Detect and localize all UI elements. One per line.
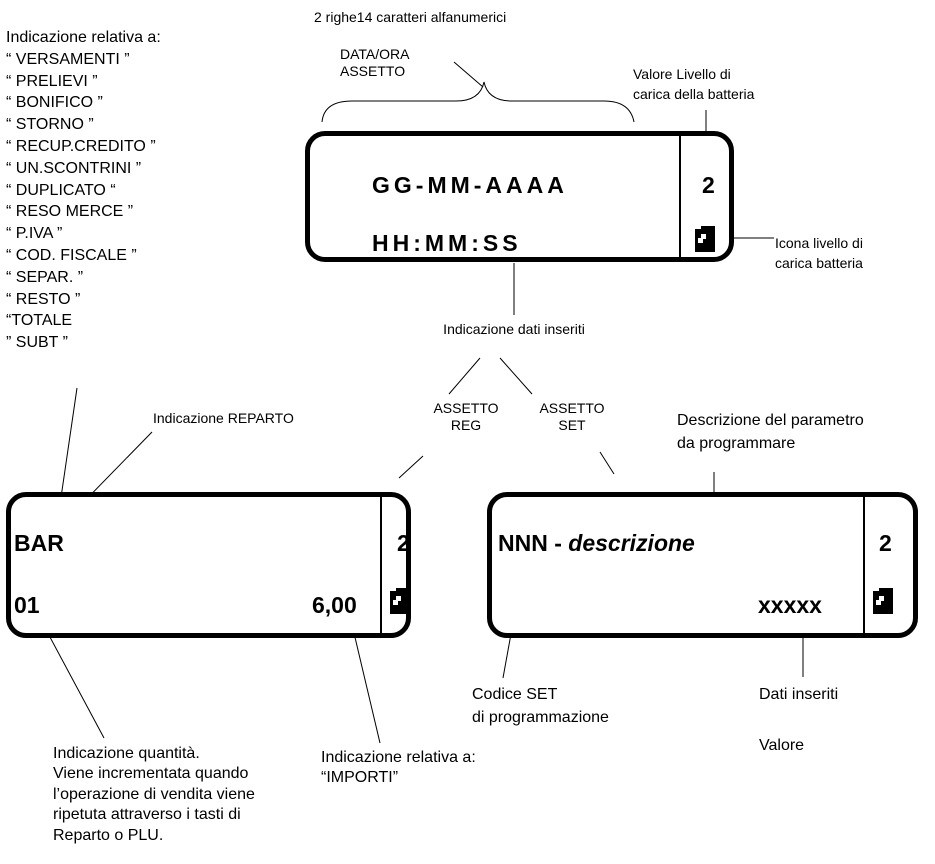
indicazione-item: “ STORNO ” (6, 116, 94, 134)
indicazione-list: Indicazione relativa a: “ VERSAMENTI ”“ … (6, 27, 161, 354)
lcd-set-battery-level: 2 (879, 530, 892, 556)
indicazione-item: “ DUPLICATO “ (6, 181, 116, 199)
assetto-reg-line-2: REG (450, 416, 482, 433)
indicazione-item: “ P.IVA ” (6, 225, 63, 243)
importi-label: Indicazione relativa a: “IMPORTI” (321, 748, 476, 788)
lcd-separator (679, 136, 681, 257)
descrizione-parametro-label: Descrizione del parametro da programmare (677, 409, 864, 455)
battery-value-line-2: carica della batteria (633, 86, 755, 102)
battery-icon-line-2: carica batteria (775, 255, 863, 271)
importi-line-2: “IMPORTI” (321, 769, 399, 786)
top-brace (321, 81, 635, 123)
quantita-line-5: Reparto o PLU. (53, 826, 164, 844)
display-size-note: 2 righe14 caratteri alfanumerici (314, 9, 507, 25)
indicazione-items: “ VERSAMENTI ” “ PRELIEVI ” “ BONIFICO ” “ … (6, 49, 161, 354)
lcd-reg-department: BAR (14, 530, 64, 556)
lcd-reg-battery-level: 2 (397, 530, 410, 556)
lcd-display-top: GG-MM-AAAA HH:MM:SS 2 (305, 131, 734, 262)
battery-value-line-1: Valore Livello di (633, 66, 731, 82)
assetto-set-label: ASSETTO SET (539, 400, 604, 434)
indicazione-item: “ BONIFICO ” (6, 94, 103, 112)
indicazione-header: Indicazione relativa a: (6, 29, 161, 46)
line-reg-display (398, 455, 424, 479)
assetto-reg-line-1: ASSETTO (433, 400, 499, 416)
lcd-display-reg: BAR 01 6,00 2 (6, 492, 411, 638)
codice-set-line-1: Codice SET (472, 686, 558, 703)
valore-label: Valore (759, 737, 805, 754)
quantita-line-3: l’operazione di vendita viene (53, 785, 255, 803)
lcd-reg-amount: 6,00 (312, 592, 357, 618)
lcd-set-description: descrizione (568, 530, 695, 556)
assetto-text: ASSETTO (340, 62, 406, 79)
indicazione-item: ” SUBT ” (6, 334, 68, 352)
lcd-reg-quantity: 01 (14, 592, 40, 618)
lcd-set-value: xxxxx (758, 592, 822, 618)
indicazione-item: “ RECUP.CREDITO ” (6, 137, 156, 155)
importi-line-1: Indicazione relativa a: (321, 749, 476, 766)
lcd-battery-level: 2 (702, 172, 715, 198)
assetto-set-line-2: SET (558, 416, 586, 433)
indicazione-item: “ PRELIEVI ” (6, 72, 98, 90)
indicazione-item: “ COD. FISCALE ” (6, 246, 137, 264)
lcd-time: HH:MM:SS (372, 230, 522, 256)
indicazione-dati-label: Indicazione dati inseriti (443, 321, 585, 337)
quantita-line-1: Indicazione quantità. (53, 745, 200, 762)
lcd-display-set: NNN - descrizione xxxxx 2 (487, 492, 918, 638)
data-ora-text: DATA/ORA (340, 46, 410, 62)
lcd-set-code: NNN (498, 530, 548, 556)
assetto-reg-label: ASSETTO REG (433, 400, 498, 434)
line-datetime-label (453, 61, 484, 88)
lcd-set-separator (863, 497, 865, 633)
line-assetto-reg (448, 357, 481, 395)
battery-icon (873, 588, 893, 614)
dati-inseriti-label: Dati inseriti (759, 686, 839, 703)
line-assetto-set (499, 357, 533, 395)
codice-set-label: Codice SET di programmazione (472, 683, 609, 729)
assetto-set-line-1: ASSETTO (539, 400, 605, 416)
descrizione-line-1: Descrizione del parametro (677, 412, 864, 429)
lcd-reg-separator (380, 497, 382, 633)
indicazione-item: “ UN.SCONTRINI ” (6, 159, 142, 177)
indicazione-item: “ RESO MERCE ” (6, 203, 134, 221)
battery-icon (695, 226, 715, 252)
codice-set-line-2: di programmazione (472, 709, 609, 726)
battery-icon-line-1: Icona livello di (775, 235, 863, 251)
quantita-line-4: ripetuta attraverso i tasti di (53, 806, 241, 824)
lcd-set-code-description: NNN - descrizione (498, 530, 695, 557)
indicazione-item: “ VERSAMENTI ” (6, 50, 130, 68)
lcd-date: GG-MM-AAAA (372, 172, 568, 198)
quantita-label: Indicazione quantità. Viene incrementata… (53, 744, 255, 846)
battery-value-label: Valore Livello di carica della batteria (633, 64, 754, 104)
line-set-display (599, 451, 615, 475)
descrizione-line-2: da programmare (677, 435, 796, 452)
indicazione-item: “ RESTO ” (6, 290, 81, 308)
quantita-line-2: Viene incrementata quando (53, 765, 249, 783)
data-ora-assetto-label: DATA/ORA ASSETTO (340, 46, 410, 80)
battery-icon-label: Icona livello di carica batteria (775, 233, 863, 273)
lcd-set-dash: - (554, 530, 562, 556)
indicazione-item: “ SEPAR. ” (6, 268, 84, 286)
indicazione-reparto-label: Indicazione REPARTO (153, 410, 294, 426)
battery-icon (390, 588, 410, 614)
indicazione-item: “TOTALE (6, 312, 73, 330)
